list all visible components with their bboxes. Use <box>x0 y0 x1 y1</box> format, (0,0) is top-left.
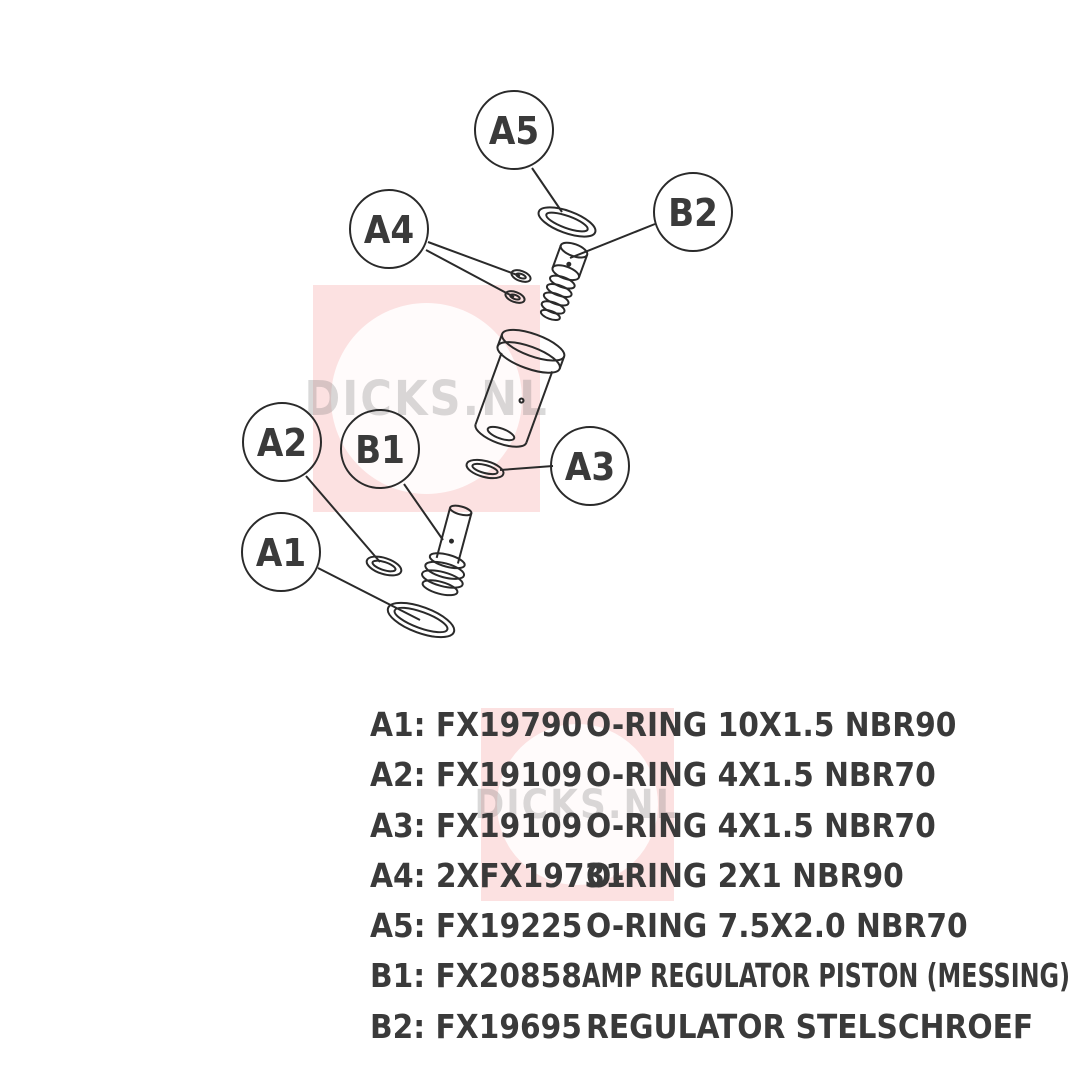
watermark-logo: DICKS.NL <box>474 708 679 901</box>
part-description: O-RING 2X1 NBR90 <box>586 855 904 895</box>
piston-b1 <box>420 504 473 597</box>
callout-circle-a5 <box>474 90 554 170</box>
callout-label-a4: A4 <box>364 208 414 252</box>
part-row-a2: A2: FX19109 O-RING 4X1.5 NBR70 <box>370 750 1070 800</box>
callout-label-b1: B1 <box>355 428 405 472</box>
oring-a4-upper <box>510 269 532 283</box>
leader-b2 <box>569 223 656 259</box>
callout-label-a1: A1 <box>256 531 306 575</box>
leader-a4-2 <box>425 249 515 298</box>
part-code: A2: FX19109 <box>370 755 583 795</box>
leader-a5 <box>531 167 563 213</box>
callout-circle-b1 <box>340 409 420 489</box>
leader-a2 <box>305 475 381 563</box>
part-description: REGULATOR STELSCHROEF <box>586 1006 1034 1046</box>
part-row-a3: A3: FX19109 O-RING 4X1.5 NBR70 <box>370 801 1070 851</box>
oring-a4-lower <box>504 290 526 304</box>
oring-a5 <box>537 206 597 238</box>
part-code: B1: FX20858 <box>370 956 582 996</box>
part-code: A3: FX19109 <box>370 805 583 845</box>
part-description: O-RING 4X1.5 NBR70 <box>586 755 936 795</box>
regulator-body <box>474 328 566 448</box>
leader-a1 <box>317 567 421 621</box>
leader-a3 <box>499 465 554 471</box>
callout-label-b2: B2 <box>668 191 718 235</box>
watermark-text: DICKS.NL <box>474 781 681 828</box>
leader-b1 <box>403 483 444 541</box>
callout-circle-a2 <box>242 402 322 482</box>
part-row-b2: B2: FX19695 REGULATOR STELSCHROEF <box>370 1002 1070 1052</box>
callout-circle-b2 <box>653 172 733 252</box>
part-code: A5: FX19225 <box>370 906 583 946</box>
regulator-screw-b2 <box>539 241 589 322</box>
exploded-parts-diagram: A5 B2 A4 A2 B1 A3 A1 <box>241 90 733 639</box>
oring-a1 <box>386 601 456 639</box>
part-row-a1: A1: FX19790 O-RING 10X1.5 NBR90 <box>370 700 1070 750</box>
part-row-b1: B1: FX20858 AMP REGULATOR PISTON (MESSIN… <box>370 951 1070 1001</box>
callout-circle-a4 <box>349 189 429 269</box>
part-row-a4: A4: 2XFX19731 O-RING 2X1 NBR90 <box>370 851 1070 901</box>
part-row-a5: A5: FX19225 O-RING 7.5X2.0 NBR70 <box>370 901 1070 951</box>
part-code: B2: FX19695 <box>370 1006 582 1046</box>
oring-a3 <box>465 458 505 480</box>
part-code: A1: FX19790 <box>370 705 583 744</box>
callout-label-a2: A2 <box>257 421 307 465</box>
callout-label-a3: A3 <box>565 445 615 489</box>
watermark-text: DICKS.NL <box>304 370 549 427</box>
part-description: AMP REGULATOR PISTON (MESSING) <box>581 956 1070 996</box>
part-description: O-RING 4X1.5 NBR70 <box>586 805 936 845</box>
callout-circle-a3 <box>550 426 630 506</box>
oring-a2 <box>365 555 403 577</box>
part-code: A4: 2XFX19731 <box>370 855 626 895</box>
callout-label-a5: A5 <box>489 109 539 153</box>
callout-circle-a1 <box>241 512 321 592</box>
leader-a4-1 <box>427 241 521 277</box>
part-description: O-RING 10X1.5 NBR90 <box>586 705 957 744</box>
parts-list: A1: FX19790 O-RING 10X1.5 NBR90 A2: FX19… <box>370 700 1070 1052</box>
part-description: O-RING 7.5X2.0 NBR70 <box>586 906 968 946</box>
